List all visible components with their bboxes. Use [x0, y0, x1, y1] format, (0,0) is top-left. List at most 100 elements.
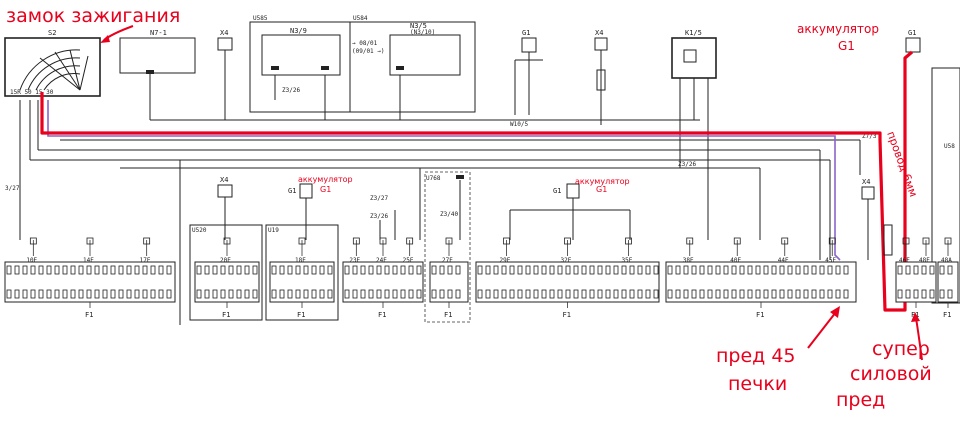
annotation-wire-6mm: провод 6мм: [884, 130, 920, 199]
svg-text:15R 50 15 30: 15R 50 15 30: [10, 89, 54, 96]
svg-text:U19: U19: [268, 227, 279, 234]
fuse-box-group: 10E 14E 17E F1: [4, 237, 176, 319]
svg-text:N7-1: N7-1: [150, 29, 167, 37]
battery-g1-b: G1: [288, 183, 313, 240]
battery-g1-a: G1 W10/5: [510, 29, 543, 128]
fuse-label: 45E: [825, 257, 836, 264]
battery-g1-c: G1: [509, 183, 631, 240]
module-n7-1: N7-1: [119, 29, 196, 120]
fuse-box-body: [665, 261, 857, 303]
annotation-battery-mid-1-sub: G1: [320, 185, 331, 194]
svg-text:G1: G1: [288, 187, 296, 195]
module-u585-n3-9: U585 N3/9 Z3/26: [249, 15, 351, 120]
fuse-box-body: [342, 261, 424, 303]
power-wire-red: [40, 50, 914, 312]
fuse-box-group: 23E 24E 25E F1: [342, 237, 424, 319]
fuse-box-label: F1: [943, 311, 951, 319]
fuse-box-group: 38E 40E 44E 45E F1: [665, 237, 857, 319]
svg-text:U584: U584: [353, 15, 368, 22]
fuse-label: 24E: [376, 257, 387, 264]
svg-text:Z7/3: Z7/3: [862, 133, 877, 140]
svg-text:(N3/10): (N3/10): [410, 29, 435, 36]
fuse-box-label: F1: [85, 311, 93, 319]
svg-text:W10/5: W10/5: [510, 121, 528, 128]
annotation-battery-top-sub: G1: [838, 39, 855, 53]
svg-text:G1: G1: [908, 29, 916, 37]
annotation-power-fuse-1: супер: [872, 338, 930, 360]
svg-text:K1/5: K1/5: [685, 29, 702, 37]
module-u768: U768 Z3/40: [424, 171, 471, 323]
fuse-label: 27E: [442, 257, 453, 264]
fuse-box-label: F1: [378, 311, 386, 319]
annotation-battery-mid-1: аккумулятор: [298, 175, 353, 184]
connector-x4-b: X4: [594, 29, 608, 120]
fuse-label: 10E: [26, 257, 37, 264]
fuse-label: 25E: [403, 257, 414, 264]
svg-text:U768: U768: [426, 175, 441, 182]
fuse-label: 38E: [683, 257, 694, 264]
fuse-label: 44E: [778, 257, 789, 264]
svg-text:N3/9: N3/9: [290, 27, 307, 35]
module-u19: [265, 224, 339, 321]
svg-text:U520: U520: [192, 227, 207, 234]
fuse-label: 32E: [561, 257, 572, 264]
svg-text:3/27: 3/27: [5, 185, 20, 192]
annotation-battery-mid-2: аккумулятор: [575, 177, 630, 186]
fuse-label: 35E: [622, 257, 633, 264]
svg-text:U58: U58: [944, 143, 955, 150]
fuse-box-group: 48A F1: [937, 237, 959, 319]
fuse-box-body: [194, 261, 260, 303]
svg-text:G1: G1: [553, 187, 561, 195]
battery-g1-top: G1: [905, 29, 921, 53]
fuse-label: 40E: [730, 257, 741, 264]
fuse-label: 29E: [500, 257, 511, 264]
annotation-power-fuse-2: силовой: [850, 363, 932, 385]
module-u584-n3-5: U584 → 08/01 (09/01 →) N3/5 (N3/10): [349, 15, 476, 120]
relay-k1-5: K1/5: [671, 29, 717, 120]
fuse-box-label: F1: [222, 311, 230, 319]
module-u520: [189, 224, 263, 321]
module-u58-right: [931, 67, 960, 304]
fuse-box-body: [269, 261, 335, 303]
svg-text:(09/01 →): (09/01 →): [352, 48, 385, 55]
arrow-heater-fuse: [807, 311, 837, 349]
violet-wire: [47, 100, 841, 261]
annotation-heater-fuse-1: пред 45: [716, 345, 796, 367]
fuse-label: 17E: [140, 257, 151, 264]
svg-text:X4: X4: [220, 29, 228, 37]
annotation-ignition-lock: замок зажигания: [6, 5, 180, 27]
annotation-battery-mid-2-sub: G1: [596, 185, 607, 194]
svg-text:G1: G1: [522, 29, 530, 37]
s2-label: S2: [48, 29, 56, 37]
fuse-box-group: 46E48EF1: [895, 237, 937, 319]
annotation-power-fuse-3: пред: [836, 389, 885, 411]
fuse-box-group: 29E 32E 35E F1: [475, 237, 660, 319]
bus-wires: 3/27 Z3/26 Z7/3: [5, 100, 877, 260]
svg-text:Z3/26: Z3/26: [678, 161, 696, 168]
svg-text:U585: U585: [253, 15, 268, 22]
fuse-label: 18E: [295, 257, 306, 264]
svg-text:Z3/26: Z3/26: [370, 213, 388, 220]
annotation-heater-fuse-2: печки: [728, 373, 787, 395]
connector-x4-a: X4: [217, 29, 233, 120]
fuse-label: 20E: [220, 257, 231, 264]
fuse-box-label: F1: [563, 311, 571, 319]
connector-x4-c: X4: [217, 176, 233, 240]
connector-x4-d: X4: [861, 178, 893, 260]
fuse-box-group: 20E F1: [194, 237, 260, 319]
fuse-box-label: F1: [756, 311, 764, 319]
svg-text:Z3/40: Z3/40: [440, 211, 458, 218]
svg-text:X4: X4: [862, 178, 870, 186]
fuse-label: 48A: [941, 257, 952, 264]
annotation-battery-top: аккумулятор: [797, 22, 879, 36]
fuse-label: 14E: [83, 257, 94, 264]
svg-text:N3/5: N3/5: [410, 22, 427, 30]
svg-text:→ 08/01: → 08/01: [352, 40, 378, 47]
svg-text:X4: X4: [220, 176, 228, 184]
fuse-box-body: [475, 261, 660, 303]
fuse-label: 23E: [349, 257, 360, 264]
